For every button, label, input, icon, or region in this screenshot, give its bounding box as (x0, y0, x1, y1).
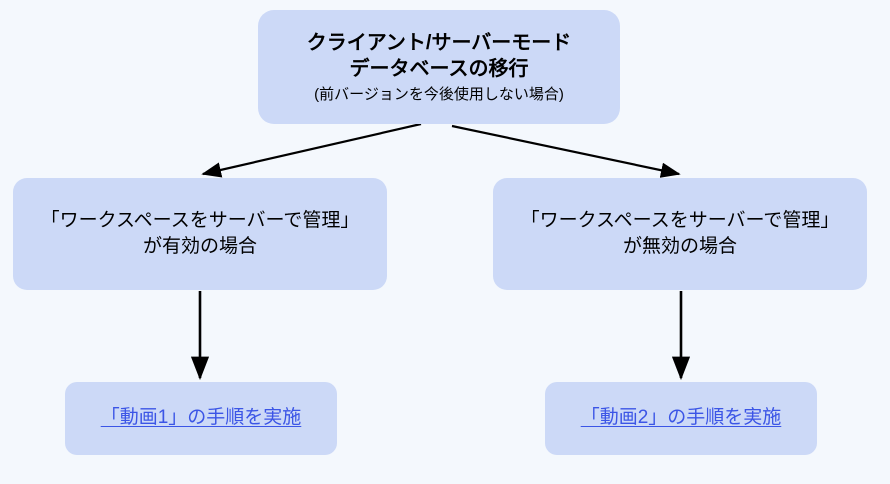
node-cond-enabled-line2: が有効の場合 (142, 235, 257, 257)
node-cond-disabled-line1: 「ワークスペースをサーバーで管理」 (520, 209, 840, 231)
node-migration-root: クライアント/サーバーモード データベースの移行 (前バージョンを今後使用しない… (258, 10, 620, 124)
node-cond-enabled-line1: 「ワークスペースをサーバーで管理」 (40, 209, 360, 231)
node-root-line1: クライアント/サーバーモード (306, 31, 572, 54)
node-condition-workspace-managed-disabled: 「ワークスペースをサーバーで管理」 が無効の場合 (493, 178, 867, 290)
node-condition-workspace-managed-enabled: 「ワークスペースをサーバーで管理」 が有効の場合 (13, 178, 387, 290)
node-root-line3: (前バージョンを今後使用しない場合) (314, 85, 564, 103)
arrow-root-to-disabled (451, 124, 681, 178)
node-action-video2: 「動画2」の手順を実施 (545, 382, 817, 455)
node-root-line2: データベースの移行 (349, 57, 529, 80)
node-action-video1: 「動画1」の手順を実施 (65, 382, 337, 455)
link-video1-procedure[interactable]: 「動画1」の手順を実施 (100, 407, 302, 429)
node-cond-disabled-line2: が無効の場合 (622, 235, 737, 257)
link-video2-procedure[interactable]: 「動画2」の手順を実施 (580, 407, 782, 429)
arrow-root-to-enabled (201, 122, 422, 178)
